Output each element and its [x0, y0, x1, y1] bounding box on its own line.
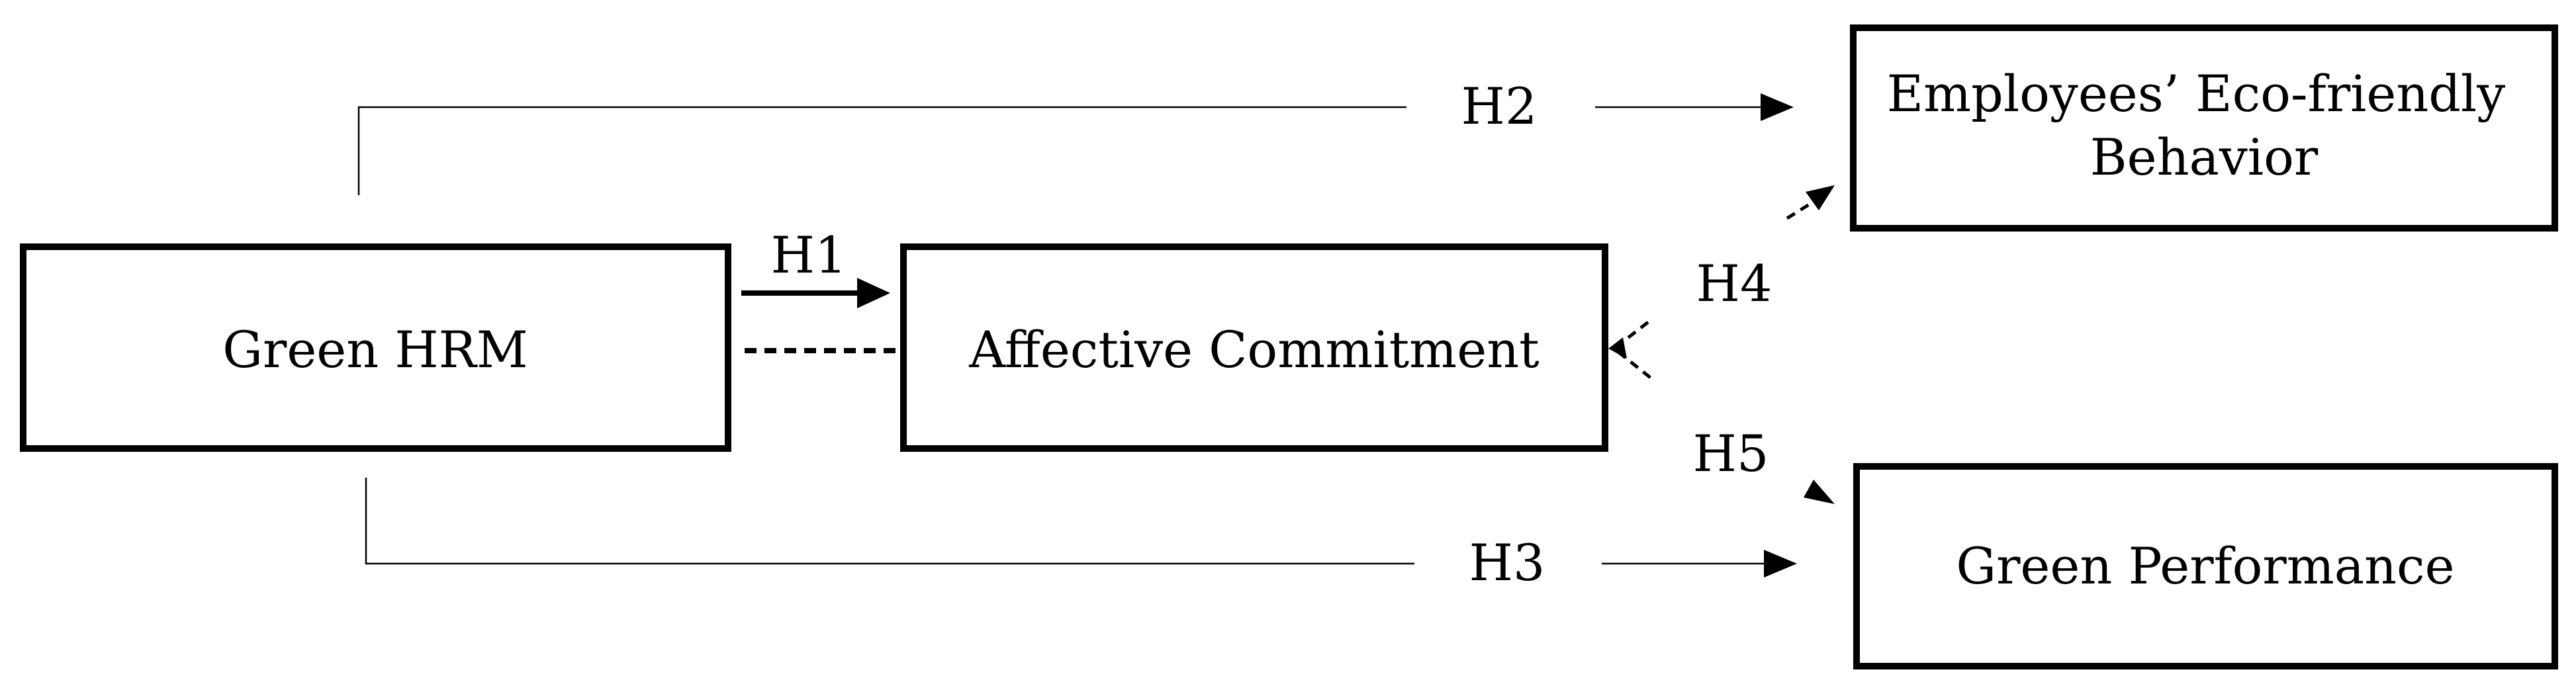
edge-h4-mediation-line	[1617, 321, 1649, 347]
edge-h3-line-left	[365, 478, 1414, 565]
node-green-hrm-label: Green HRM	[222, 320, 528, 379]
edge-h2-label: H2	[1461, 77, 1538, 136]
edge-h5-label: H5	[1693, 424, 1769, 483]
edge-h1: H1	[741, 226, 900, 353]
edge-h1-label: H1	[771, 226, 847, 284]
node-eco-friendly-behavior-label: Employees’ Eco-friendly Behavior	[1887, 64, 2522, 187]
node-affective-commitment: Affective Commitment	[900, 243, 1608, 452]
edge-h5-mediation-arrowhead	[1608, 337, 1627, 359]
edge-h2-arrowhead	[1761, 93, 1794, 121]
node-eco-friendly-behavior-line-1: Employees’ Eco-friendly	[1887, 64, 2506, 123]
node-eco-friendly-behavior: Employees’ Eco-friendly Behavior	[1850, 24, 2558, 232]
node-affective-commitment-label: Affective Commitment	[968, 320, 1539, 379]
edge-h4: H4	[1617, 185, 1835, 347]
edge-h2: H2	[357, 77, 1794, 195]
edge-h3-label: H3	[1469, 533, 1545, 592]
edge-h4-arrowhead	[1806, 185, 1835, 210]
node-eco-friendly-behavior-line-2: Behavior	[2090, 128, 2319, 187]
edge-h4-label: H4	[1696, 254, 1772, 313]
node-green-performance-label: Green Performance	[1956, 537, 2454, 595]
edge-h1-arrowhead	[857, 278, 890, 308]
edge-h5-arrowhead	[1804, 480, 1835, 504]
edge-h4-dashed-line	[1786, 200, 1815, 220]
edge-h3: H3	[365, 478, 1797, 592]
edge-h2-line-left	[357, 106, 1406, 195]
node-green-hrm: Green HRM	[20, 243, 731, 452]
edge-h5: H5	[1608, 337, 1835, 504]
node-green-performance: Green Performance	[1853, 463, 2558, 669]
edge-h3-arrowhead	[1764, 550, 1797, 578]
